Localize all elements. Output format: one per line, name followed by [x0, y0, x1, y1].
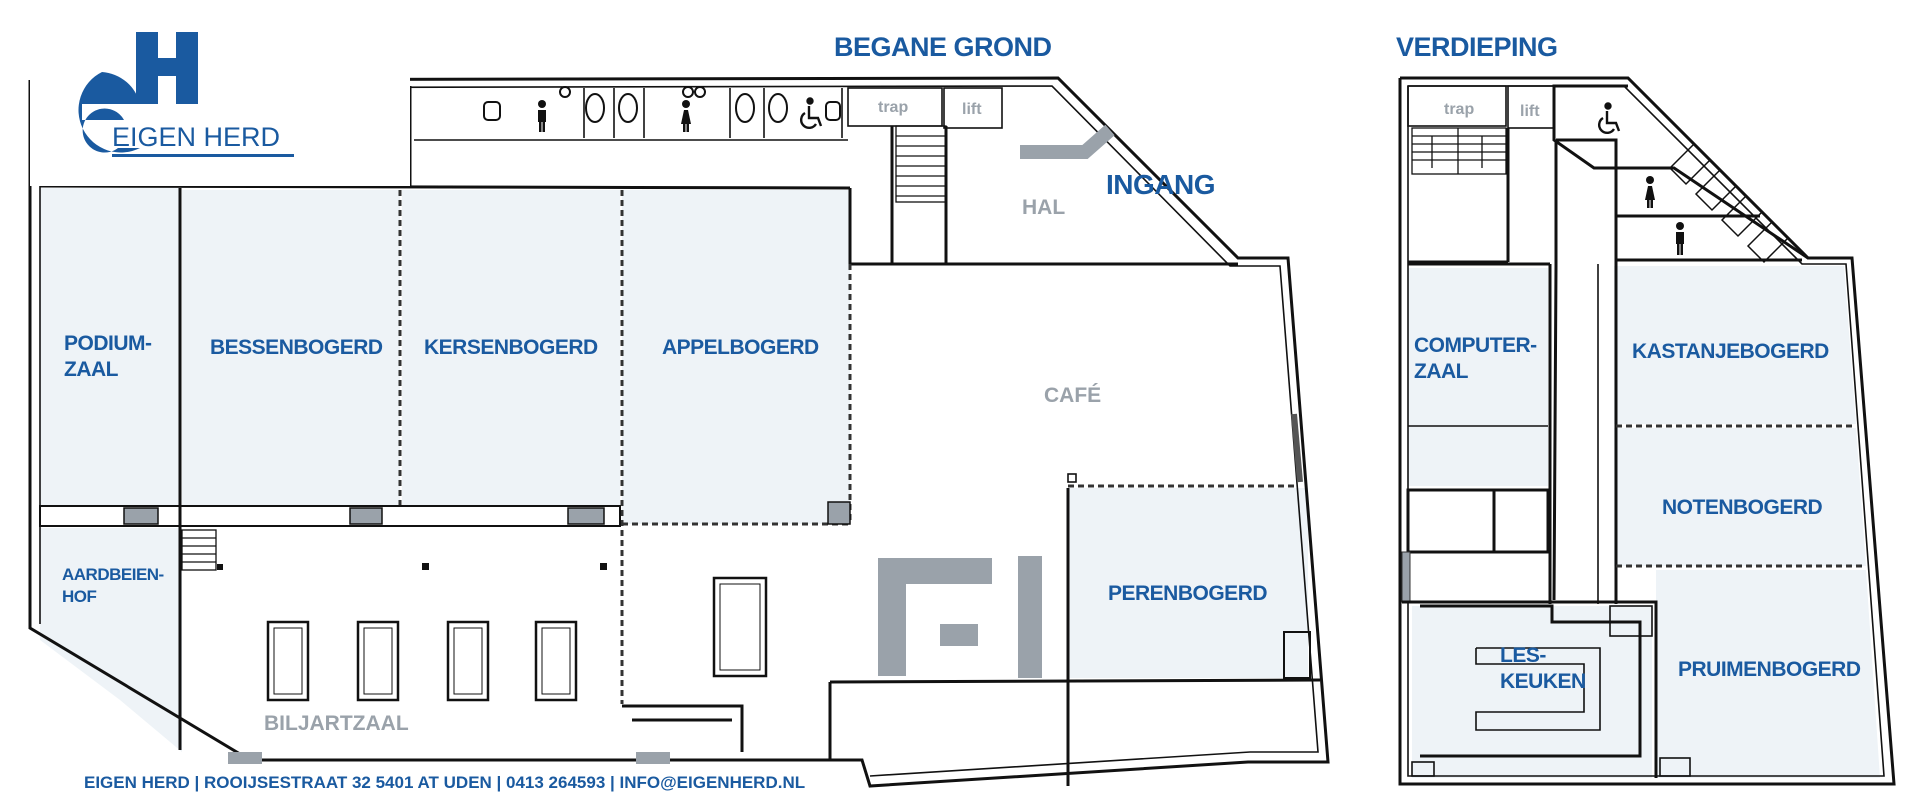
ground-trap-label: trap — [878, 99, 908, 116]
label-aardbeien-line1: AARDBEIEN- — [62, 565, 164, 584]
room-leskeuken[interactable] — [1412, 606, 1652, 778]
title-begane-grond: BEGANE GROND — [834, 32, 1052, 62]
label-kastanjebogerd: KASTANJEBOGERD — [1632, 340, 1829, 363]
label-bessenbogerd: BESSENBOGERD — [210, 336, 383, 359]
label-ingang: INGANG — [1106, 169, 1215, 200]
label-kersenbogerd: KERSENBOGERD — [424, 336, 598, 359]
logo-name: EIGEN HERD — [112, 122, 280, 152]
label-podium-line1: PODIUM- — [64, 332, 152, 355]
footer-contact: EIGEN HERD | ROOIJSESTRAAT 32 5401 AT UD… — [84, 773, 805, 792]
upper-female-toilet-icon — [1645, 176, 1655, 208]
wheelchair-icon — [800, 97, 823, 129]
room-computerzaal[interactable] — [1408, 268, 1548, 428]
ground-floor: trap lift — [28, 76, 1330, 788]
room-kersenbogerd[interactable] — [402, 190, 620, 506]
upper-lift-label: lift — [1520, 103, 1540, 120]
label-hal: HAL — [1022, 196, 1065, 219]
label-les-line2: KEUKEN — [1500, 670, 1586, 693]
male-toilet-icon — [538, 100, 546, 132]
ground-lift-label: lift — [962, 101, 982, 118]
label-perenbogerd: PERENBOGERD — [1108, 582, 1267, 605]
room-pruimenbogerd[interactable] — [1656, 570, 1880, 778]
room-kastanjebogerd[interactable] — [1614, 266, 1856, 424]
label-aardbeien-line2: HOF — [62, 587, 97, 606]
room-perenbogerd[interactable] — [1068, 488, 1308, 678]
upper-wheelchair-icon — [1598, 102, 1621, 134]
label-podium-line2: ZAAL — [64, 358, 119, 381]
label-notenbogerd: NOTENBOGERD — [1662, 496, 1823, 519]
room-bessenbogerd[interactable] — [182, 190, 400, 506]
room-podiumzaal[interactable] — [40, 188, 180, 506]
label-computer-line2: ZAAL — [1414, 360, 1469, 383]
upper-male-toilet-icon — [1676, 222, 1684, 255]
logo-mark — [78, 32, 198, 153]
upper-floor: trap lift — [1398, 76, 1896, 786]
room-appelbogerd[interactable] — [622, 190, 850, 524]
female-toilet-icon — [681, 100, 691, 132]
room-computer-annex[interactable] — [1408, 428, 1548, 486]
label-computer-line1: COMPUTER- — [1414, 334, 1537, 357]
logo: EIGEN HERD — [30, 32, 410, 186]
label-biljartzaal: BILJARTZAAL — [264, 712, 409, 735]
label-appelbogerd: APPELBOGERD — [662, 336, 819, 359]
upper-trap-label: trap — [1444, 101, 1474, 118]
room-aardbeienhof[interactable] — [40, 528, 182, 752]
title-verdieping: VERDIEPING — [1396, 32, 1558, 62]
label-prujmenbogerd: PRUIMENBOGERD — [1678, 658, 1861, 681]
room-notenbogerd[interactable] — [1614, 428, 1866, 566]
label-cafe: CAFÉ — [1044, 384, 1101, 407]
label-les-line1: LES- — [1500, 644, 1546, 667]
